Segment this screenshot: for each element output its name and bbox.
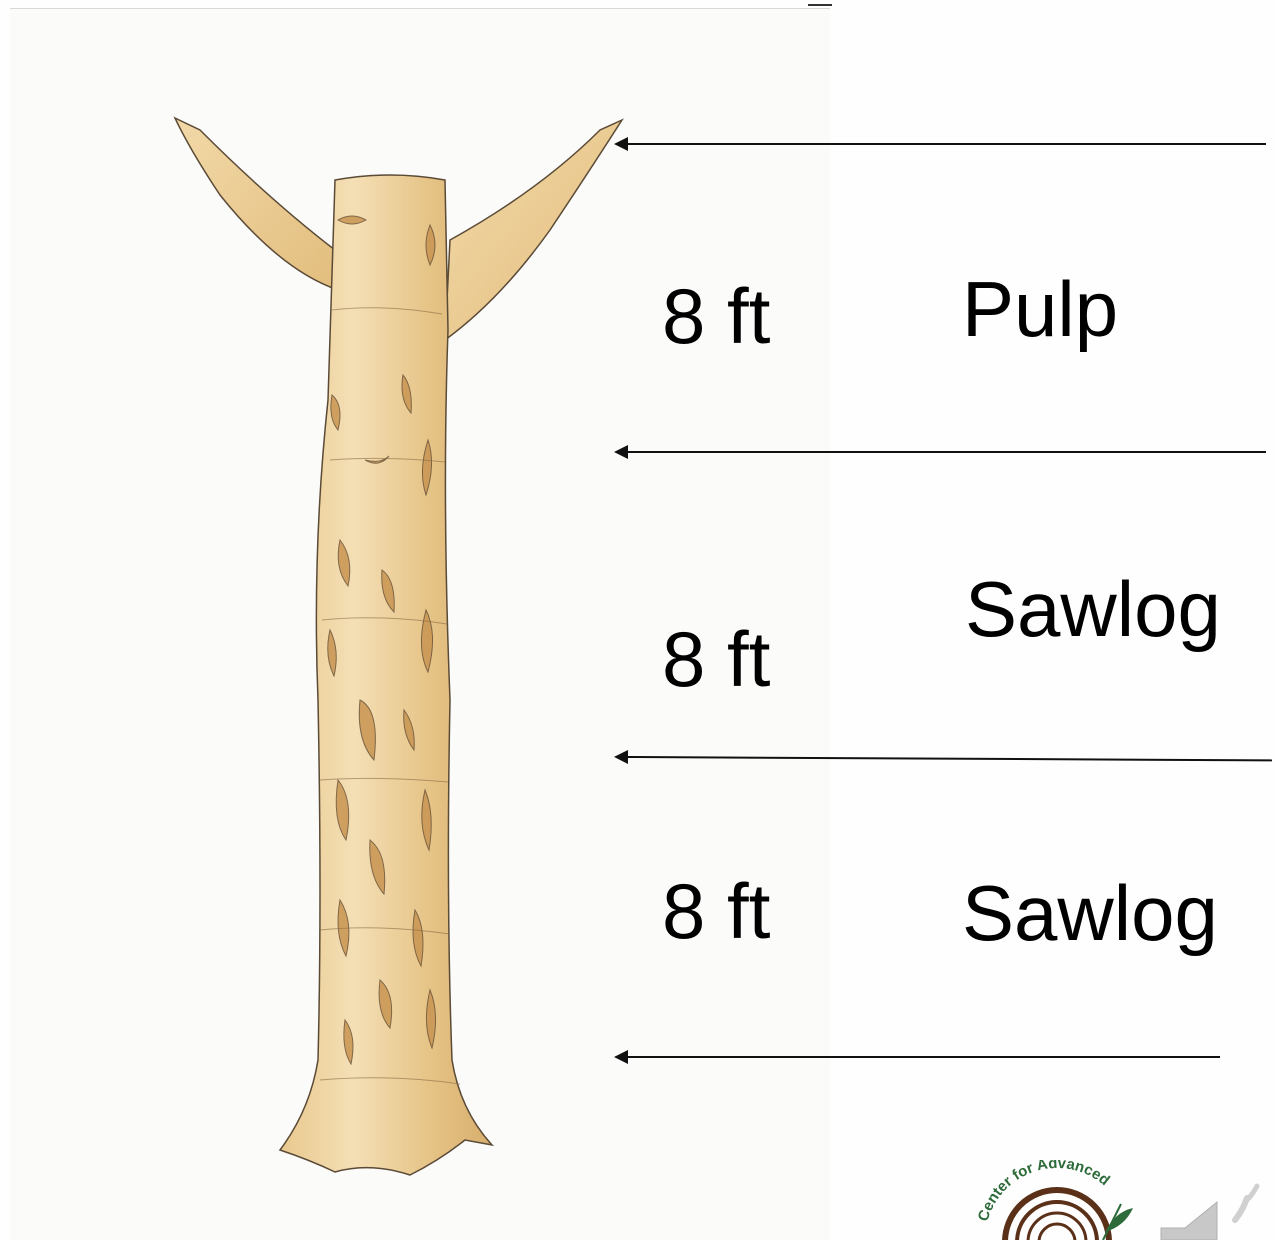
segment-2-product-label: Sawlog [965, 570, 1221, 648]
speaker-icon[interactable] [1155, 1180, 1274, 1240]
segment-2-length-label: 8 ft [662, 620, 770, 698]
segment-3-product-label: Sawlog [962, 874, 1218, 952]
boundary-arrow-top [628, 143, 1266, 145]
paper-edge-mark [808, 4, 832, 6]
boundary-arrow-bottom [628, 1056, 1220, 1058]
center-logo: Center for Advanced [975, 1160, 1145, 1240]
segment-3-length-label: 8 ft [662, 872, 770, 950]
tree-trunk-illustration [160, 100, 640, 1190]
segment-1-product-label: Pulp [962, 270, 1118, 348]
boundary-arrow-2 [628, 451, 1266, 453]
segment-1-length-label: 8 ft [662, 277, 770, 355]
